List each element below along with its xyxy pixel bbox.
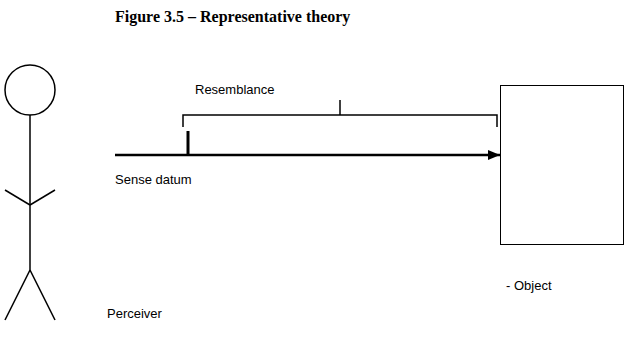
bracket-peak <box>339 100 341 115</box>
resemblance-bracket <box>183 115 497 127</box>
figure-limb <box>30 270 55 320</box>
perceiver-figure: Perceiver <box>0 60 115 330</box>
object-box: - Object <box>500 85 624 245</box>
figure-limb <box>29 115 31 270</box>
perception-arrow <box>115 154 500 157</box>
label-holder: Resemblance <box>195 80 275 98</box>
figure-title: Figure 3.5 – Representative theory <box>115 8 350 26</box>
figure-limb <box>5 270 30 320</box>
resemblance-label: Resemblance <box>195 82 275 97</box>
stick-figure <box>0 60 115 330</box>
figure-limb <box>5 190 30 205</box>
title-holder: Figure 3.5 – Representative theory <box>115 8 350 26</box>
sense-datum-tick <box>187 131 190 155</box>
node-label: - Object <box>506 278 552 293</box>
figure-limb <box>30 190 55 205</box>
figure-head <box>5 65 55 115</box>
sense-datum-label: Sense datum <box>115 172 192 187</box>
label-holder: Sense datum <box>115 170 192 188</box>
node-label: Perceiver <box>107 306 162 321</box>
